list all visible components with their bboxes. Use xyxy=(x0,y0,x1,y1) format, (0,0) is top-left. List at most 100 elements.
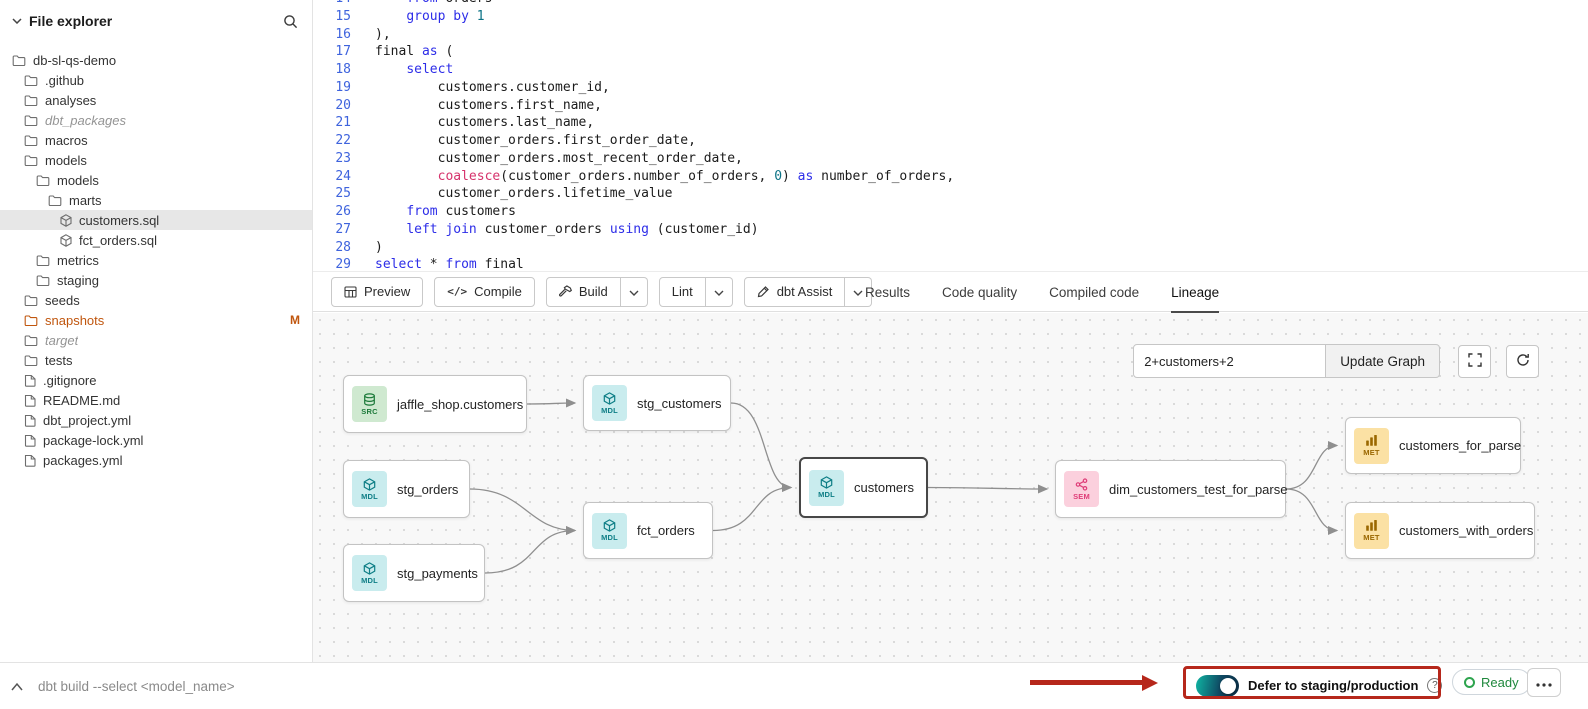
code-line-18[interactable]: 18 select xyxy=(313,61,1588,79)
fullscreen-button[interactable] xyxy=(1458,344,1491,378)
tree-item-dbt-project-yml[interactable]: dbt_project.yml xyxy=(0,410,312,430)
metric-chart-icon: MET xyxy=(1354,512,1389,549)
tree-item-readme-md[interactable]: README.md xyxy=(0,390,312,410)
lineage-edge xyxy=(927,484,1049,494)
code-line-25[interactable]: 25 customer_orders.lifetime_value xyxy=(313,185,1588,203)
chevron-up-icon[interactable] xyxy=(10,682,24,691)
metric-chart-icon: MET xyxy=(1354,427,1389,464)
help-icon[interactable]: ? xyxy=(1427,678,1443,693)
model-file-icon xyxy=(60,213,72,227)
tree-item-models[interactable]: models xyxy=(0,150,312,170)
refresh-button[interactable] xyxy=(1506,344,1539,378)
preview-button[interactable]: Preview xyxy=(331,276,424,307)
tree-item-package-lock-yml[interactable]: package-lock.yml xyxy=(0,430,312,450)
code-line-14[interactable]: 14 from orders xyxy=(313,0,1588,8)
tree-item-marts[interactable]: marts xyxy=(0,190,312,210)
tree-item-macros[interactable]: macros xyxy=(0,130,312,150)
tree-item-metrics[interactable]: metrics xyxy=(0,250,312,270)
chevron-down-icon[interactable] xyxy=(12,18,22,24)
more-menu-button[interactable] xyxy=(1527,668,1561,697)
graph-search-input[interactable] xyxy=(1133,344,1327,378)
lineage-node-label: customers_with_orders xyxy=(1399,523,1534,538)
tree-item-dbt-packages[interactable]: dbt_packages xyxy=(0,110,312,130)
lineage-node-label: dim_customers_test_for_parse xyxy=(1109,481,1288,497)
toggle-knob xyxy=(1220,677,1236,694)
dbt-assist-button[interactable]: dbt Assist xyxy=(743,276,846,307)
build-label: Build xyxy=(578,284,608,299)
line-number: 17 xyxy=(335,44,351,60)
toolbar-buttons: Preview </> Compile Build Lint xyxy=(331,276,873,307)
command-input[interactable]: dbt build --select <model_name> xyxy=(38,678,235,694)
code-line-19[interactable]: 19 customers.customer_id, xyxy=(313,79,1588,97)
tree-item-packages-yml[interactable]: packages.yml xyxy=(0,450,312,470)
tree-item-staging[interactable]: staging xyxy=(0,270,312,290)
tree-item-tests[interactable]: tests xyxy=(0,350,312,370)
folder-icon xyxy=(24,154,38,167)
tree-item-seeds[interactable]: seeds xyxy=(0,290,312,310)
tab-code-quality[interactable]: Code quality xyxy=(942,285,1018,300)
status-ready-badge[interactable]: Ready xyxy=(1452,669,1531,695)
tree-item--github[interactable]: .github xyxy=(0,70,312,90)
compile-button[interactable]: </> Compile xyxy=(434,276,535,307)
chevron-down-icon xyxy=(714,284,724,299)
code-line-15[interactable]: 15 group by 1 xyxy=(313,8,1588,26)
code-line-23[interactable]: 23 customer_orders.most_recent_order_dat… xyxy=(313,150,1588,168)
file-icon xyxy=(24,374,36,387)
code-line-22[interactable]: 22 customer_orders.first_order_date, xyxy=(313,132,1588,150)
lineage-edge xyxy=(484,525,577,574)
chevron-down-icon xyxy=(853,284,863,299)
build-dropdown-button[interactable] xyxy=(620,276,648,307)
code-line-20[interactable]: 20 customers.first_name, xyxy=(313,97,1588,115)
defer-toggle[interactable] xyxy=(1196,674,1239,697)
tree-item-analyses[interactable]: analyses xyxy=(0,90,312,110)
assist-dropdown-button[interactable] xyxy=(845,276,873,307)
lint-button[interactable]: Lint xyxy=(658,276,706,307)
lint-dropdown-button[interactable] xyxy=(705,276,733,307)
tree-item--gitignore[interactable]: .gitignore xyxy=(0,370,312,390)
line-number: 14 xyxy=(313,0,351,8)
lineage-node-customers_with_orders[interactable]: MET customers_with_orders xyxy=(1345,502,1535,559)
folder-icon xyxy=(24,94,38,107)
folder-icon xyxy=(12,54,26,67)
model-file-icon xyxy=(60,233,72,247)
build-button[interactable]: Build xyxy=(545,276,621,307)
tree-item-db-sl-qs-demo[interactable]: db-sl-qs-demo xyxy=(0,50,312,70)
code-line-26[interactable]: 26 from customers xyxy=(313,203,1588,221)
tree-item-models[interactable]: models xyxy=(0,170,312,190)
code-line-27[interactable]: 27 left join customer_orders using (cust… xyxy=(313,221,1588,239)
code-line-24[interactable]: 24 coalesce(customer_orders.number_of_or… xyxy=(313,168,1588,186)
line-number: 26 xyxy=(335,204,351,219)
tree-item-target[interactable]: target xyxy=(0,330,312,350)
code-line-21[interactable]: 21 customers.last_name, xyxy=(313,114,1588,132)
refresh-icon xyxy=(1516,353,1530,370)
tab-compiled-code[interactable]: Compiled code xyxy=(1049,285,1140,300)
lineage-edge xyxy=(526,398,577,408)
assist-label: dbt Assist xyxy=(776,284,833,299)
build-split-button: Build xyxy=(545,276,648,307)
code-line-16[interactable]: 16), xyxy=(313,26,1588,44)
search-icon[interactable] xyxy=(283,14,298,29)
tree-item-fct-orders-sql[interactable]: fct_orders.sql xyxy=(0,230,312,250)
code-line-28[interactable]: 28) xyxy=(313,239,1588,257)
tree-item-customers-sql[interactable]: customers.sql xyxy=(0,210,312,230)
lineage-node-label: stg_customers xyxy=(637,395,722,411)
lint-label: Lint xyxy=(671,284,693,299)
tab-results[interactable]: Results xyxy=(865,285,911,300)
update-graph-button[interactable]: Update Graph xyxy=(1326,344,1440,378)
tab-lineage[interactable]: Lineage xyxy=(1171,272,1220,313)
